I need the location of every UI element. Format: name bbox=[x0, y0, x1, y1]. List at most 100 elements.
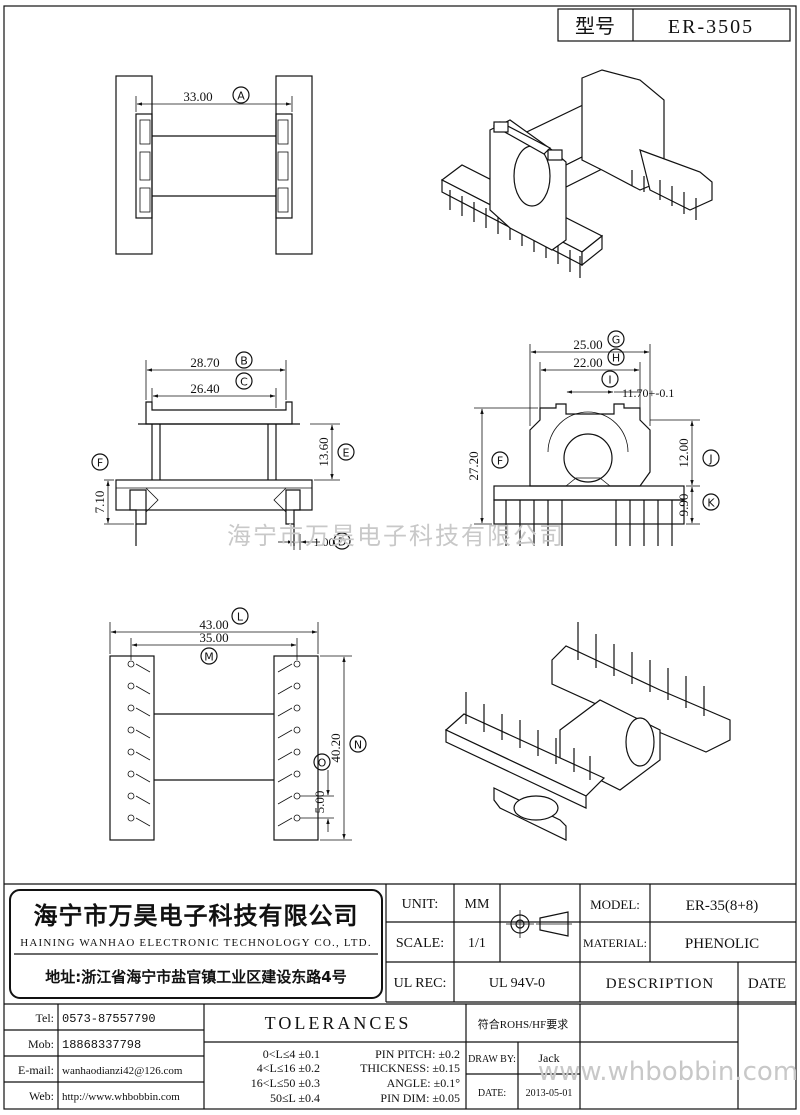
bottom-view: 43.00 35.00 40.20 5.00 bbox=[109, 617, 352, 841]
pin-row-4: PIN DIM: ±0.05 bbox=[380, 1091, 460, 1105]
marker-l: L bbox=[231, 607, 249, 625]
svg-text:K: K bbox=[707, 497, 715, 510]
tel-label: Tel: bbox=[36, 1011, 55, 1025]
model-header-box: 型号 ER-3505 bbox=[557, 8, 791, 42]
marker-o: O bbox=[313, 753, 331, 771]
dim-f-left-value: 7.10 bbox=[92, 491, 107, 514]
dim-j-value: 12.00 bbox=[676, 438, 691, 467]
date-header: DATE bbox=[748, 976, 786, 992]
front-view: 33.00 bbox=[115, 75, 313, 255]
model-header-code: ER-3505 bbox=[668, 16, 754, 38]
web-value: http://www.whbobbin.com bbox=[62, 1091, 180, 1103]
description-header: DESCRIPTION bbox=[606, 976, 715, 992]
dim-m-value: 35.00 bbox=[199, 630, 228, 645]
svg-text:G: G bbox=[612, 334, 621, 347]
iso-view-top bbox=[440, 69, 713, 278]
drawby-label: DRAW BY: bbox=[468, 1054, 516, 1065]
marker-h: H bbox=[607, 348, 625, 366]
dim-k-value: 9.90 bbox=[676, 494, 691, 517]
drawby-value: Jack bbox=[538, 1051, 559, 1065]
unit-label: UNIT: bbox=[402, 897, 439, 912]
site-watermark: www.whbobbin.com bbox=[538, 1057, 798, 1087]
material-label: MATERIAL: bbox=[583, 936, 647, 950]
iso-view-bottom bbox=[444, 622, 731, 841]
marker-m: M bbox=[200, 647, 218, 665]
dim-h-value: 22.00 bbox=[573, 355, 602, 370]
unit-value: MM bbox=[465, 897, 490, 912]
marker-i: I bbox=[601, 370, 619, 388]
svg-text:C: C bbox=[240, 376, 248, 389]
company-name-en: HAINING WANHAO ELECTRONIC TECHNOLOGY CO.… bbox=[20, 937, 372, 949]
marker-b: B bbox=[235, 351, 253, 369]
svg-text:L: L bbox=[237, 611, 244, 624]
dim-g-value: 25.00 bbox=[573, 337, 602, 352]
drawing-frame bbox=[3, 5, 797, 1110]
svg-text:J: J bbox=[708, 453, 712, 466]
dimension-markers: A B C D E F G H I F J K L M N O bbox=[91, 86, 720, 771]
ulrec-label: UL REC: bbox=[394, 976, 447, 991]
model-label: MODEL: bbox=[590, 897, 640, 912]
svg-text:B: B bbox=[240, 355, 248, 368]
svg-text:F: F bbox=[497, 455, 503, 468]
dim-f-right-value: 27.20 bbox=[466, 451, 481, 480]
svg-text:N: N bbox=[354, 739, 362, 752]
title-block: 海宁市万昊电子科技有限公司 HAINING WANHAO ELECTRONIC … bbox=[4, 883, 798, 1109]
email-label: E-mail: bbox=[18, 1063, 54, 1077]
side-view: 28.70 26.40 13.60 7.10 1.00 bbox=[92, 355, 340, 550]
model-header-label: 型号 bbox=[575, 14, 615, 38]
tol-row-1: 0<L≤4 ±0.1 bbox=[263, 1047, 320, 1061]
tolerances-title: TOLERANCES bbox=[265, 1013, 412, 1033]
scale-label: SCALE: bbox=[396, 936, 444, 951]
pin-row-1: PIN PITCH: ±0.2 bbox=[375, 1047, 460, 1061]
company-watermark: 海宁市万昊电子科技有限公司 bbox=[227, 522, 565, 550]
dim-e-value: 13.60 bbox=[316, 437, 331, 466]
svg-text:E: E bbox=[343, 447, 350, 460]
marker-a: A bbox=[232, 86, 250, 104]
mob-value: 18868337798 bbox=[62, 1038, 141, 1052]
dim-i-value: 11.70+-0.1 bbox=[622, 386, 674, 400]
marker-d: D bbox=[333, 532, 351, 550]
dim-o-value: 5.00 bbox=[312, 791, 327, 814]
web-label: Web: bbox=[29, 1089, 54, 1103]
marker-f-right: F bbox=[491, 451, 509, 469]
tol-row-3: 16<L≤50 ±0.3 bbox=[251, 1076, 320, 1090]
dim-c-value: 26.40 bbox=[190, 381, 219, 396]
end-view: 25.00 22.00 11.70+-0.1 27.20 12.00 9.90 bbox=[466, 337, 700, 546]
email-value: wanhaodianzi42@126.com bbox=[62, 1065, 183, 1077]
rohs-note: 符合ROHS/HF要求 bbox=[478, 1017, 568, 1031]
marker-f-left: F bbox=[91, 453, 109, 471]
marker-k: K bbox=[702, 493, 720, 511]
company-address: 地址:浙江省海宁市盐官镇工业区建设东路4号 bbox=[45, 968, 346, 986]
model-value: ER-35(8+8) bbox=[686, 898, 759, 914]
svg-text:M: M bbox=[204, 651, 214, 664]
company-name-cn: 海宁市万昊电子科技有限公司 bbox=[34, 902, 359, 930]
tel-value: 0573-87557790 bbox=[62, 1012, 156, 1026]
svg-text:H: H bbox=[612, 352, 620, 365]
marker-n: N bbox=[349, 735, 367, 753]
dim-n-value: 40.20 bbox=[328, 733, 343, 762]
dim-b-value: 28.70 bbox=[190, 355, 219, 370]
company-card bbox=[9, 889, 383, 999]
date-label: DATE: bbox=[478, 1088, 506, 1099]
material-value: PHENOLIC bbox=[685, 936, 759, 952]
projection-symbol-icon bbox=[506, 910, 572, 938]
scale-value: 1/1 bbox=[468, 936, 486, 951]
pin-row-3: ANGLE: ±0.1° bbox=[387, 1076, 461, 1090]
marker-e: E bbox=[337, 443, 355, 461]
tol-row-4: 50≤L ±0.4 bbox=[270, 1091, 320, 1105]
ulrec-value: UL 94V-0 bbox=[489, 976, 545, 991]
mob-label: Mob: bbox=[28, 1037, 54, 1051]
marker-j: J bbox=[702, 449, 720, 467]
dim-a-value: 33.00 bbox=[183, 89, 212, 104]
marker-c: C bbox=[235, 372, 253, 390]
svg-text:A: A bbox=[237, 90, 245, 103]
marker-g: G bbox=[607, 330, 625, 348]
date-value: 2013-05-01 bbox=[526, 1088, 573, 1099]
pin-row-2: THICKNESS: ±0.15 bbox=[360, 1061, 460, 1075]
svg-text:F: F bbox=[97, 457, 103, 470]
dim-l-value: 43.00 bbox=[199, 617, 228, 632]
svg-text:D: D bbox=[338, 536, 346, 549]
dim-d-value: 1.00 bbox=[314, 535, 335, 549]
svg-text:O: O bbox=[318, 757, 327, 770]
